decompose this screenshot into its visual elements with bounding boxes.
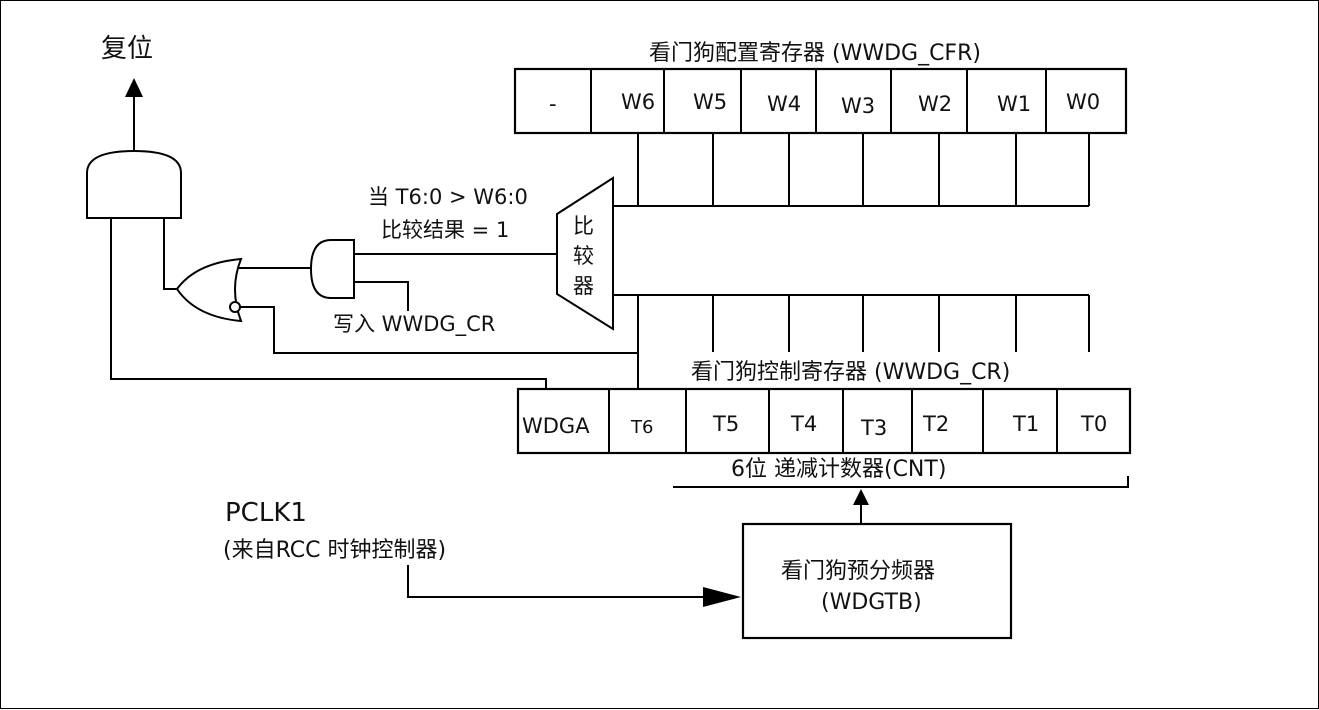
- cr-register-title: 看门狗控制寄存器 (WWDG_CR): [691, 360, 1010, 385]
- prescaler-box: [741, 522, 1013, 640]
- reset-label: 复位: [101, 34, 153, 64]
- cr-bit-t4: T4: [790, 412, 817, 436]
- cr-bus: [613, 294, 1090, 388]
- cr-register: [516, 387, 1132, 455]
- cfr-bit-w4: W4: [767, 92, 801, 116]
- cfr-bus: [613, 133, 1090, 207]
- cfr-bit-w5: W5: [693, 90, 727, 114]
- comparator-condition-line2: 比较结果 = 1: [381, 218, 509, 242]
- cfr-bit-w6: W6: [621, 90, 655, 114]
- write-signal-wire: [354, 281, 409, 311]
- cr-bit-t6: T6: [630, 417, 653, 438]
- cfr-register: [513, 67, 1128, 135]
- pclk1-source-label: (来自RCC 时钟控制器): [223, 538, 446, 563]
- wdga-wire: [110, 217, 547, 388]
- pclk1-label: PCLK1: [225, 498, 307, 528]
- prescaler-label-2: (WDGTB): [821, 590, 922, 615]
- cfr-bit-reserved: -: [549, 92, 557, 116]
- cfr-register-title: 看门狗配置寄存器 (WWDG_CFR): [649, 41, 981, 66]
- prescaler-label-1: 看门狗预分频器: [781, 559, 935, 584]
- comparator-label-2: 较: [573, 244, 594, 268]
- comparator-label-1: 比: [573, 214, 594, 238]
- and-gate-reset: [86, 149, 182, 219]
- write-wwdg-cr-label: 写入 WWDG_CR: [333, 312, 495, 337]
- or-gate: [175, 257, 243, 323]
- cr-bit-t0: T0: [1080, 412, 1107, 436]
- pclk1-wire: [407, 565, 706, 598]
- reset-arrow-head-icon: [125, 78, 143, 97]
- counter-label: 6位 递减计数器(CNT): [731, 457, 946, 482]
- comparator-condition-line1: 当 T6:0 > W6:0: [368, 185, 528, 209]
- cfr-bit-w2: W2: [918, 92, 952, 116]
- t6-feedback-wire: [240, 306, 638, 354]
- comparator-label-3: 器: [573, 274, 594, 298]
- cfr-bit-w1: W1: [997, 92, 1031, 116]
- cr-bit-t5: T5: [712, 412, 739, 436]
- and-gate-write: [309, 239, 355, 299]
- or-to-reset-and-wire: [163, 217, 177, 290]
- cr-bit-t3: T3: [860, 416, 887, 440]
- pclk1-arrow-head-icon: [703, 587, 741, 607]
- cfr-bit-w3: W3: [841, 94, 875, 118]
- cr-bit-t2: T2: [922, 412, 949, 436]
- counter-bracket: [673, 476, 1129, 488]
- cr-bit-wdga: WDGA: [522, 414, 590, 438]
- cr-bit-t1: T1: [1012, 412, 1039, 436]
- inverter-bubble-icon: [229, 301, 241, 313]
- counter-arrow-head-icon: [853, 489, 869, 505]
- cfr-bit-w0: W0: [1066, 90, 1100, 114]
- comparator: [556, 176, 614, 331]
